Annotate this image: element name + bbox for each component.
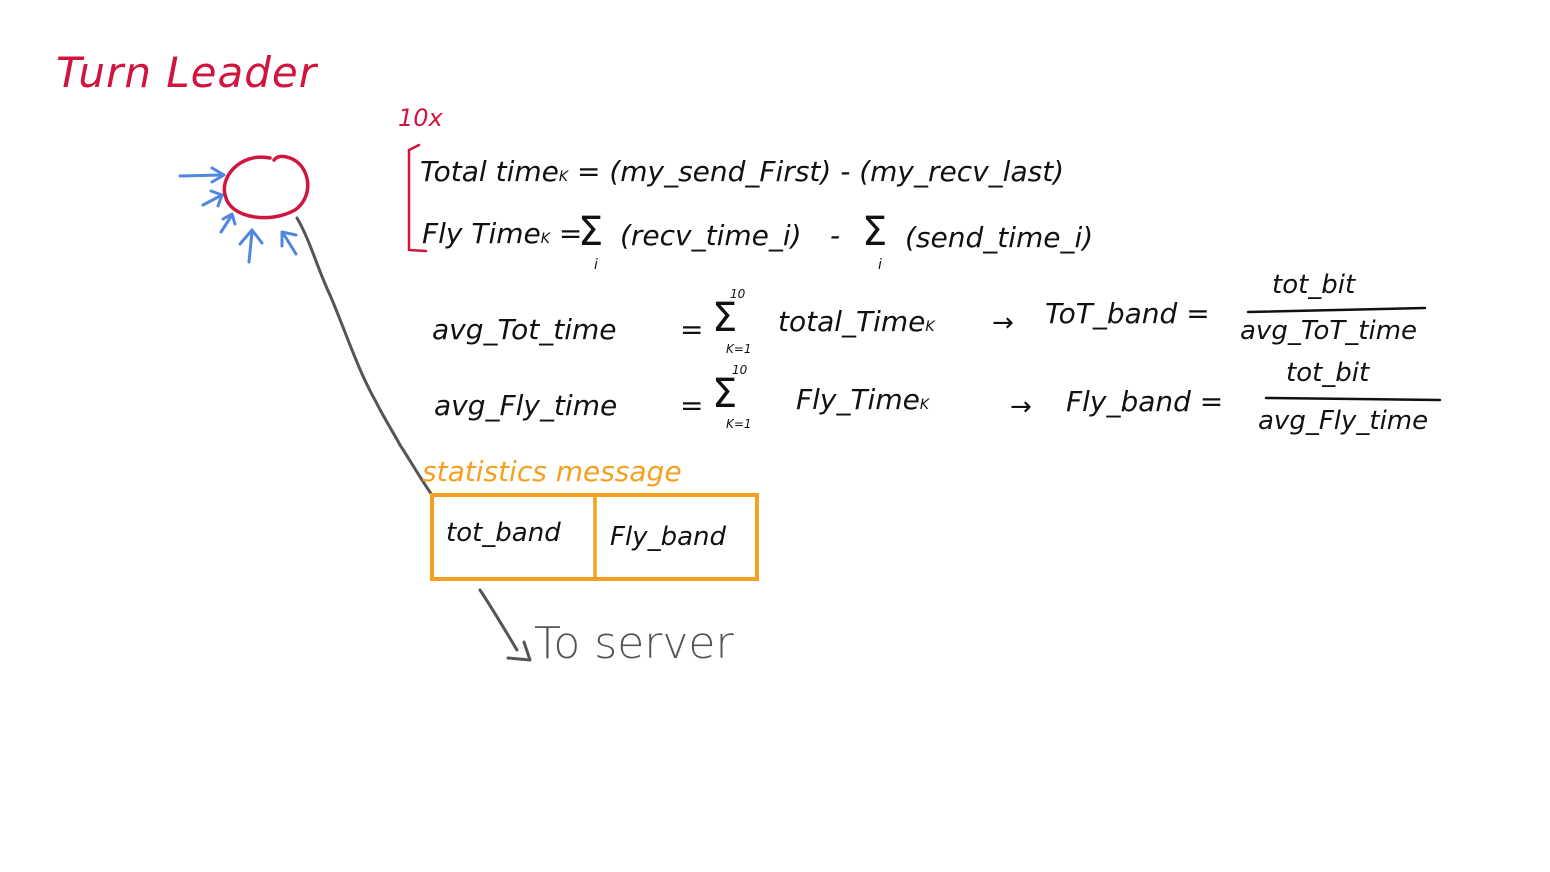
avg-tot-eq: = xyxy=(680,313,704,346)
arrow-icon xyxy=(238,228,264,246)
total-time-formula: Total timeK = (my_send_First) - (my_recv… xyxy=(420,158,1064,186)
avg-fly-lower: K=1 xyxy=(726,417,752,431)
fly-sum-symbol-1: Σ xyxy=(578,209,604,255)
fly-sum-index-1: i xyxy=(594,257,598,273)
avg-tot-term-text: total_Time xyxy=(778,305,926,338)
tot-band-numerator: tot_bit xyxy=(1272,270,1356,300)
fly-time-formula: Fly TimeK = xyxy=(422,220,582,248)
total-time-rhs: = (my_send_First) - (my_recv_last) xyxy=(576,155,1065,188)
message-cell-fly-band: Fly_band xyxy=(610,522,726,552)
avg-tot-upper: 10 xyxy=(730,287,746,301)
arrow-icon xyxy=(221,212,237,226)
incoming-arrows xyxy=(178,166,298,264)
fly-time-eq: = xyxy=(558,217,583,250)
message-label: statistics message xyxy=(422,455,682,488)
fly-band-numerator: tot_bit xyxy=(1286,358,1370,388)
arrow-icon xyxy=(178,173,224,178)
to-server-arrow xyxy=(478,588,532,662)
tot-band-denominator: avg_ToT_time xyxy=(1240,316,1418,346)
connector-line xyxy=(295,216,434,497)
avg-fly-term: Fly_TimeK xyxy=(796,386,929,414)
fly-time-subscript: K xyxy=(540,231,550,247)
destination-label: To server xyxy=(534,618,734,669)
avg-fly-arrow: → xyxy=(1010,392,1032,422)
avg-fly-lhs: avg_Fly_time xyxy=(434,389,618,422)
total-time-lhs: Total time xyxy=(420,155,559,188)
avg-fly-eq: = xyxy=(680,389,704,422)
arrow-icon xyxy=(281,231,298,256)
avg-tot-sum-symbol: Σ xyxy=(712,295,738,341)
avg-tot-lhs: avg_Tot_time xyxy=(432,313,617,346)
fraction-bar-fly xyxy=(1264,396,1442,402)
arrow-icon xyxy=(247,230,254,264)
fly-sum-symbol-2: Σ xyxy=(862,209,888,255)
fly-sum-index-2: i xyxy=(878,257,882,273)
total-time-subscript: K xyxy=(558,169,569,185)
arrow-icon xyxy=(209,189,224,208)
arrow-icon xyxy=(210,166,226,184)
arrow-icon xyxy=(280,230,298,248)
fly-band-denominator: avg_Fly_time xyxy=(1258,406,1429,436)
fly-band-label: Fly_band = xyxy=(1066,385,1224,418)
arrow-icon xyxy=(219,213,234,234)
tot-band-label: ToT_band = xyxy=(1045,297,1210,330)
message-cell-tot-band: tot_band xyxy=(446,518,561,548)
avg-fly-term-sub: K xyxy=(919,397,930,413)
diagram-title: Turn Leader xyxy=(56,48,318,97)
avg-fly-upper: 10 xyxy=(732,363,748,377)
avg-tot-term-sub: K xyxy=(925,319,935,335)
repeat-bracket xyxy=(407,143,428,253)
arrow-icon xyxy=(201,193,224,207)
avg-tot-term: total_TimeK xyxy=(778,308,935,336)
leader-node xyxy=(222,154,310,220)
avg-fly-term-text: Fly_Time xyxy=(796,383,920,416)
fraction-bar-tot xyxy=(1246,306,1427,314)
repeat-label: 10x xyxy=(398,104,443,132)
avg-tot-arrow: → xyxy=(992,308,1014,338)
fly-term-send: (send_time_i) xyxy=(905,221,1094,254)
fly-time-lhs: Fly Time xyxy=(422,217,541,250)
fly-term-recv: (recv_time_i) xyxy=(620,219,802,252)
fly-minus: - xyxy=(830,219,841,252)
avg-fly-sum-symbol: Σ xyxy=(712,371,738,417)
avg-tot-lower: K=1 xyxy=(726,342,752,356)
